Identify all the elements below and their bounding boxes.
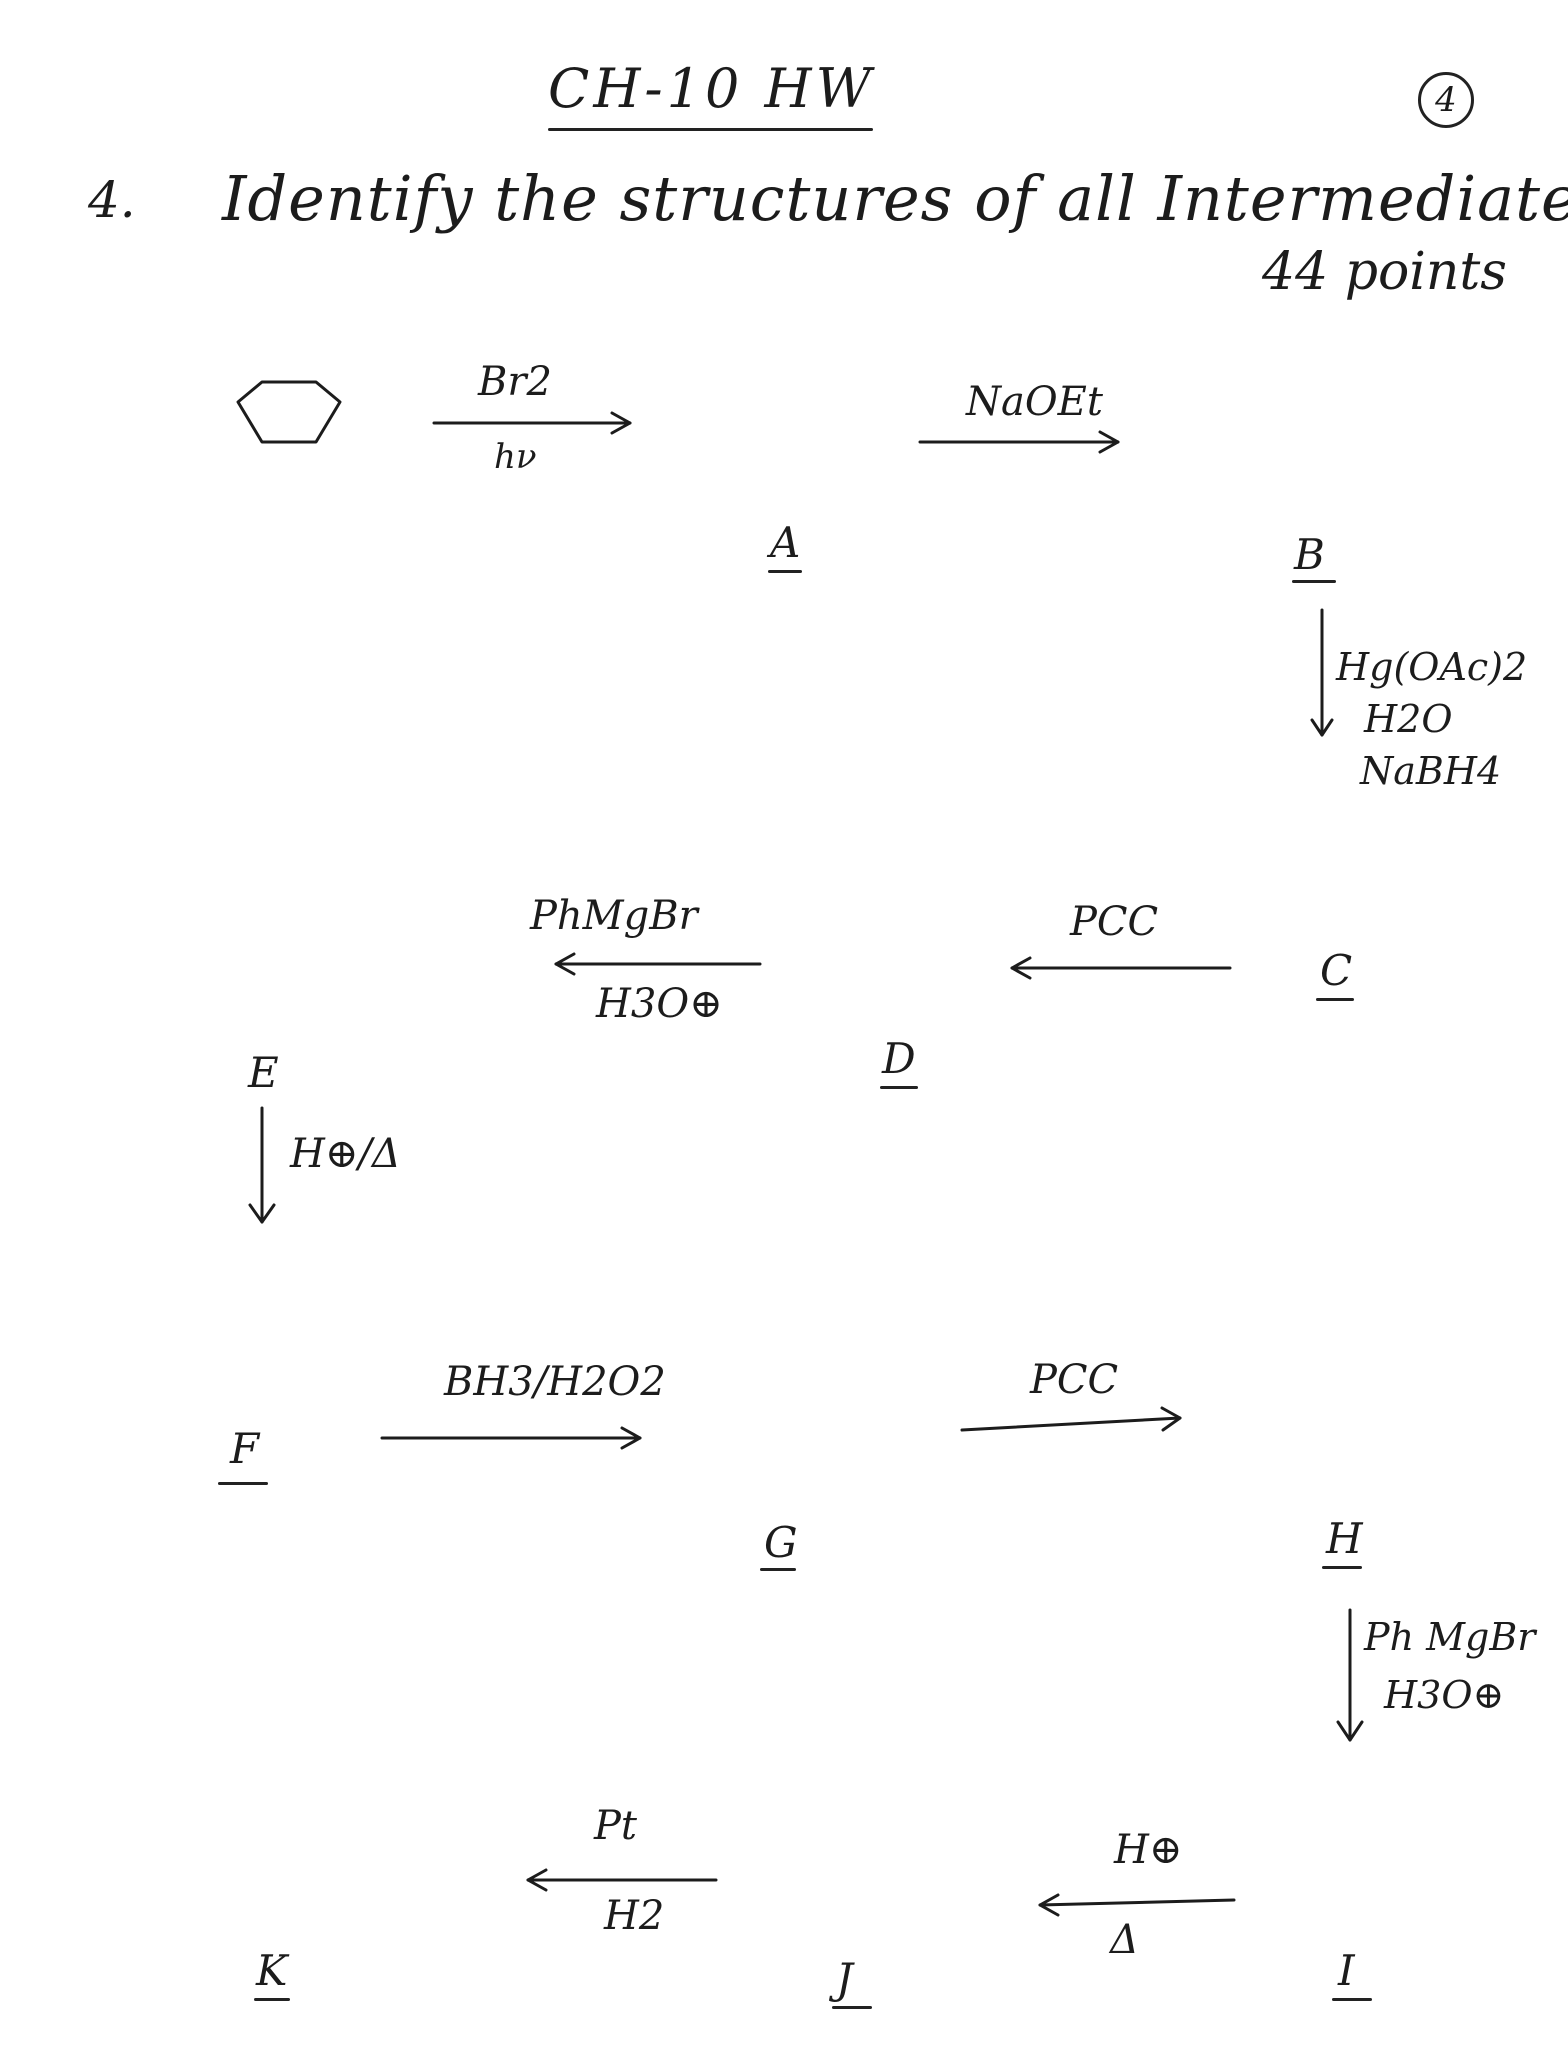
reagent-step11-top: Pt	[594, 1803, 637, 1849]
arrow-step9	[1336, 1608, 1364, 1742]
reagent-step5-bottom: H3O⊕	[596, 981, 723, 1027]
label-k-underline	[254, 1998, 290, 2001]
reagent-step9-line1: Ph MgBr	[1364, 1615, 1536, 1659]
arrow-step11	[526, 1868, 718, 1892]
points-value: 44 points	[1262, 242, 1507, 302]
reagent-step1-bottom: hν	[494, 437, 537, 477]
label-j-underline	[832, 2006, 872, 2009]
arrow-step2	[918, 430, 1120, 454]
page-number-badge: 4	[1418, 72, 1474, 128]
label-intermediate-j: J	[836, 1954, 853, 2003]
label-intermediate-a: A	[770, 518, 801, 567]
label-i-underline	[1332, 1998, 1372, 2001]
arrow-step3	[1310, 608, 1334, 737]
arrow-step1	[432, 411, 632, 435]
label-g-underline	[760, 1568, 796, 1571]
label-intermediate-i: I	[1338, 1946, 1355, 1995]
arrow-step5	[554, 952, 762, 976]
label-intermediate-d: D	[882, 1034, 916, 1083]
label-intermediate-g: G	[764, 1518, 798, 1567]
arrow-step8	[960, 1406, 1182, 1432]
label-intermediate-c: C	[1320, 946, 1353, 995]
reagent-step4-top: PCC	[1070, 899, 1159, 945]
reagent-step6: H⊕/Δ	[290, 1131, 401, 1177]
reagent-step7-top: BH3/H2O2	[444, 1359, 666, 1405]
label-intermediate-e: E	[248, 1048, 279, 1097]
label-intermediate-b: B	[1294, 530, 1325, 579]
reagent-step2-top: NaOEt	[966, 379, 1103, 425]
question-number: 4.	[88, 171, 136, 229]
label-intermediate-k: K	[256, 1946, 288, 1995]
reagent-step5-top: PhMgBr	[530, 893, 698, 939]
label-c-underline	[1316, 998, 1354, 1001]
label-d-underline	[880, 1086, 918, 1089]
arrow-step10	[1038, 1893, 1236, 1917]
label-intermediate-h: H	[1326, 1514, 1363, 1563]
reagent-step3-line1: Hg(OAc)2	[1336, 645, 1528, 689]
cyclohexane-structure	[236, 380, 342, 444]
label-a-underline	[768, 570, 802, 573]
page-title: CH-10 HW	[548, 57, 876, 120]
arrow-step4	[1010, 956, 1232, 980]
arrow-step6	[248, 1106, 276, 1224]
reagent-step8-top: PCC	[1030, 1357, 1119, 1403]
label-b-underline	[1292, 580, 1336, 583]
question-text: Identify the structures of all Intermedi…	[222, 162, 1568, 235]
reagent-step9-line2: H3O⊕	[1384, 1673, 1505, 1717]
reagent-step10-top: H⊕	[1114, 1827, 1183, 1873]
reagent-step3-line3: NaBH4	[1360, 749, 1502, 793]
label-intermediate-f: F	[230, 1424, 260, 1473]
label-h-underline	[1322, 1566, 1362, 1569]
reagent-step1-top: Br2	[478, 359, 552, 405]
arrow-step7	[380, 1426, 642, 1450]
reagent-step3-line2: H2O	[1364, 697, 1453, 741]
title-underline	[548, 128, 873, 131]
label-f-underline	[218, 1482, 268, 1485]
reagent-step10-bottom: Δ	[1110, 1917, 1139, 1963]
reagent-step11-bottom: H2	[604, 1893, 665, 1939]
